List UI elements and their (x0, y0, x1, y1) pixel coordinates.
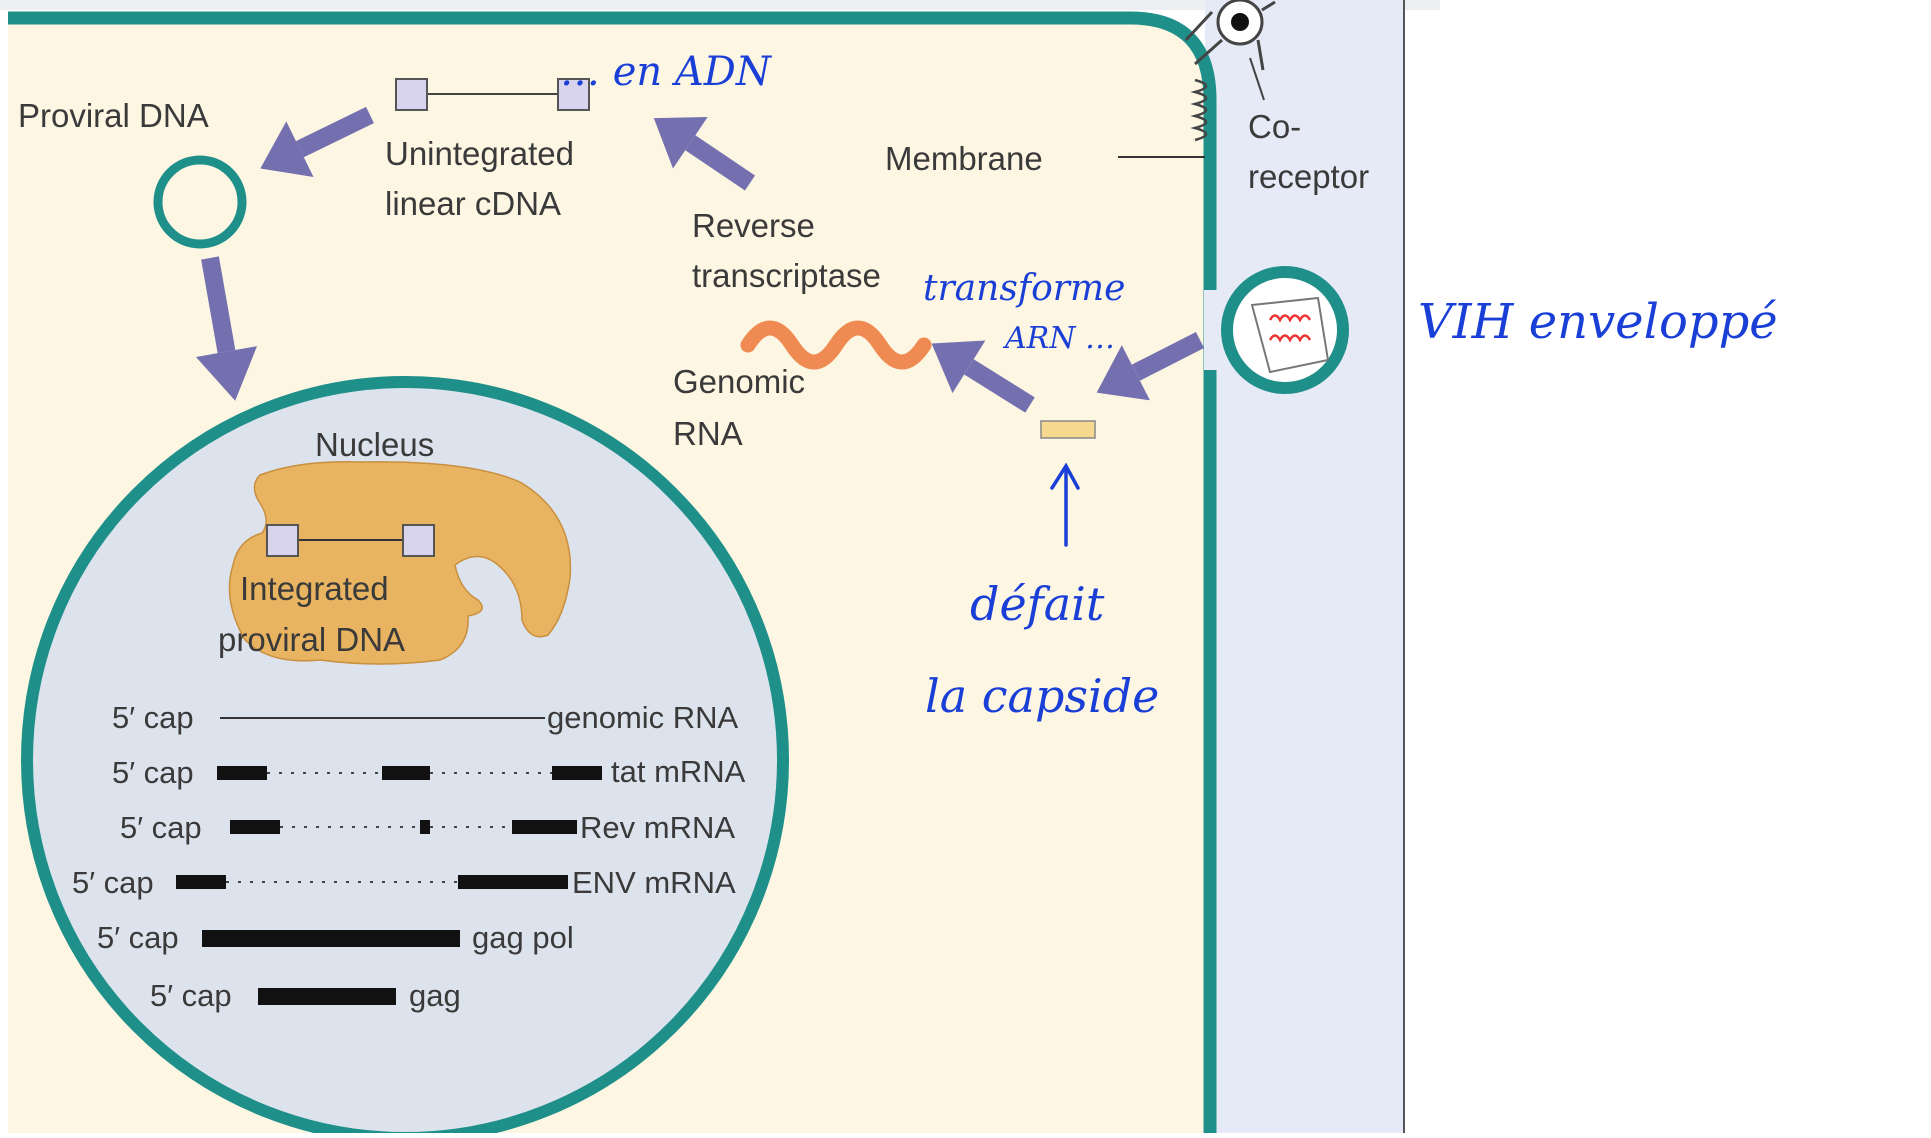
annotation-transforme: transforme (923, 268, 1125, 309)
cap-label: 5′ cap (97, 920, 179, 955)
arrow-entry-to-capsid (1096, 331, 1205, 401)
cap-label: 5′ cap (112, 755, 194, 790)
genomic-rna-strand (740, 320, 932, 370)
transcript-name: gag pol (472, 920, 574, 955)
vesicle-opening (1204, 290, 1220, 370)
label-genomic: Genomic (673, 363, 805, 400)
top-strip (0, 0, 1440, 10)
label-proviral-dna: Proviral DNA (18, 97, 209, 134)
transcript-name: genomic RNA (547, 700, 739, 735)
transcript-name: Rev mRNA (580, 810, 735, 845)
uncoated-capsid (1040, 420, 1096, 439)
cap-label: 5′ cap (72, 865, 154, 900)
label-rna: RNA (673, 415, 743, 452)
transcript-genomic-rna: 5′ cap genomic RNA (112, 700, 739, 735)
transcript-name: tat mRNA (611, 754, 746, 789)
cap-label: 5′ cap (150, 978, 232, 1013)
label-reverse: Reverse (692, 207, 815, 244)
annotation-defait: défait (970, 577, 1105, 631)
label-co: Co- (1248, 108, 1301, 145)
arrow-rt-to-cdna (653, 117, 756, 191)
transcript-gag: 5′ cap gag (150, 978, 461, 1013)
transcript-name: ENV mRNA (572, 865, 736, 900)
cap-label: 5′ cap (112, 700, 194, 735)
arrow-cdna-to-proviral (260, 106, 374, 178)
chromatin (228, 461, 572, 665)
transcript-tat-mrna: 5′ cap tat mRNA (112, 754, 746, 790)
proviral-dna-circle (153, 155, 247, 249)
virion-capsid (1250, 296, 1330, 374)
label-membrane: Membrane (885, 140, 1043, 177)
nucleus (21, 376, 789, 1138)
arrow-capsid-to-rna (931, 340, 1035, 413)
unintegrated-cdna-icon (395, 78, 590, 111)
label-integrated-proviral-dna: proviral DNA (218, 621, 405, 658)
annotation-en-adn: … en ADN (560, 49, 773, 95)
label-receptor: receptor (1248, 158, 1369, 195)
handwritten-annotations: … en ADN transforme ARN … VIH enveloppé … (560, 49, 1778, 723)
label-integrated: Integrated (240, 570, 389, 607)
cell-membrane (8, 11, 1217, 1133)
annotation-up-arrow (1050, 462, 1080, 547)
transcript-name: gag (409, 978, 461, 1013)
label-linear-cdna: linear cDNA (385, 185, 561, 222)
label-unintegrated: Unintegrated (385, 135, 574, 172)
label-nucleus: Nucleus (315, 426, 434, 463)
coreceptor-structure (1184, 0, 1276, 142)
arrow-proviral-to-nucleus (195, 256, 258, 401)
pathway-arrows (195, 106, 1205, 413)
label-transcriptase: transcriptase (692, 257, 881, 294)
annotation-arn: ARN … (1002, 321, 1115, 356)
transcript-env-mrna: 5′ cap ENV mRNA (72, 865, 736, 900)
annotation-capside: la capside (925, 669, 1159, 723)
annotation-vih-enveloppe: VIH enveloppé (1418, 294, 1778, 350)
transcript-rev-mrna: 5′ cap Rev mRNA (120, 810, 735, 845)
viral-rna-coil (1268, 314, 1312, 323)
extracellular-space (1205, 0, 1405, 1133)
transcript-gag-pol: 5′ cap gag pol (97, 920, 574, 955)
integrated-provirus-icon (266, 524, 435, 557)
cap-label: 5′ cap (120, 810, 202, 845)
